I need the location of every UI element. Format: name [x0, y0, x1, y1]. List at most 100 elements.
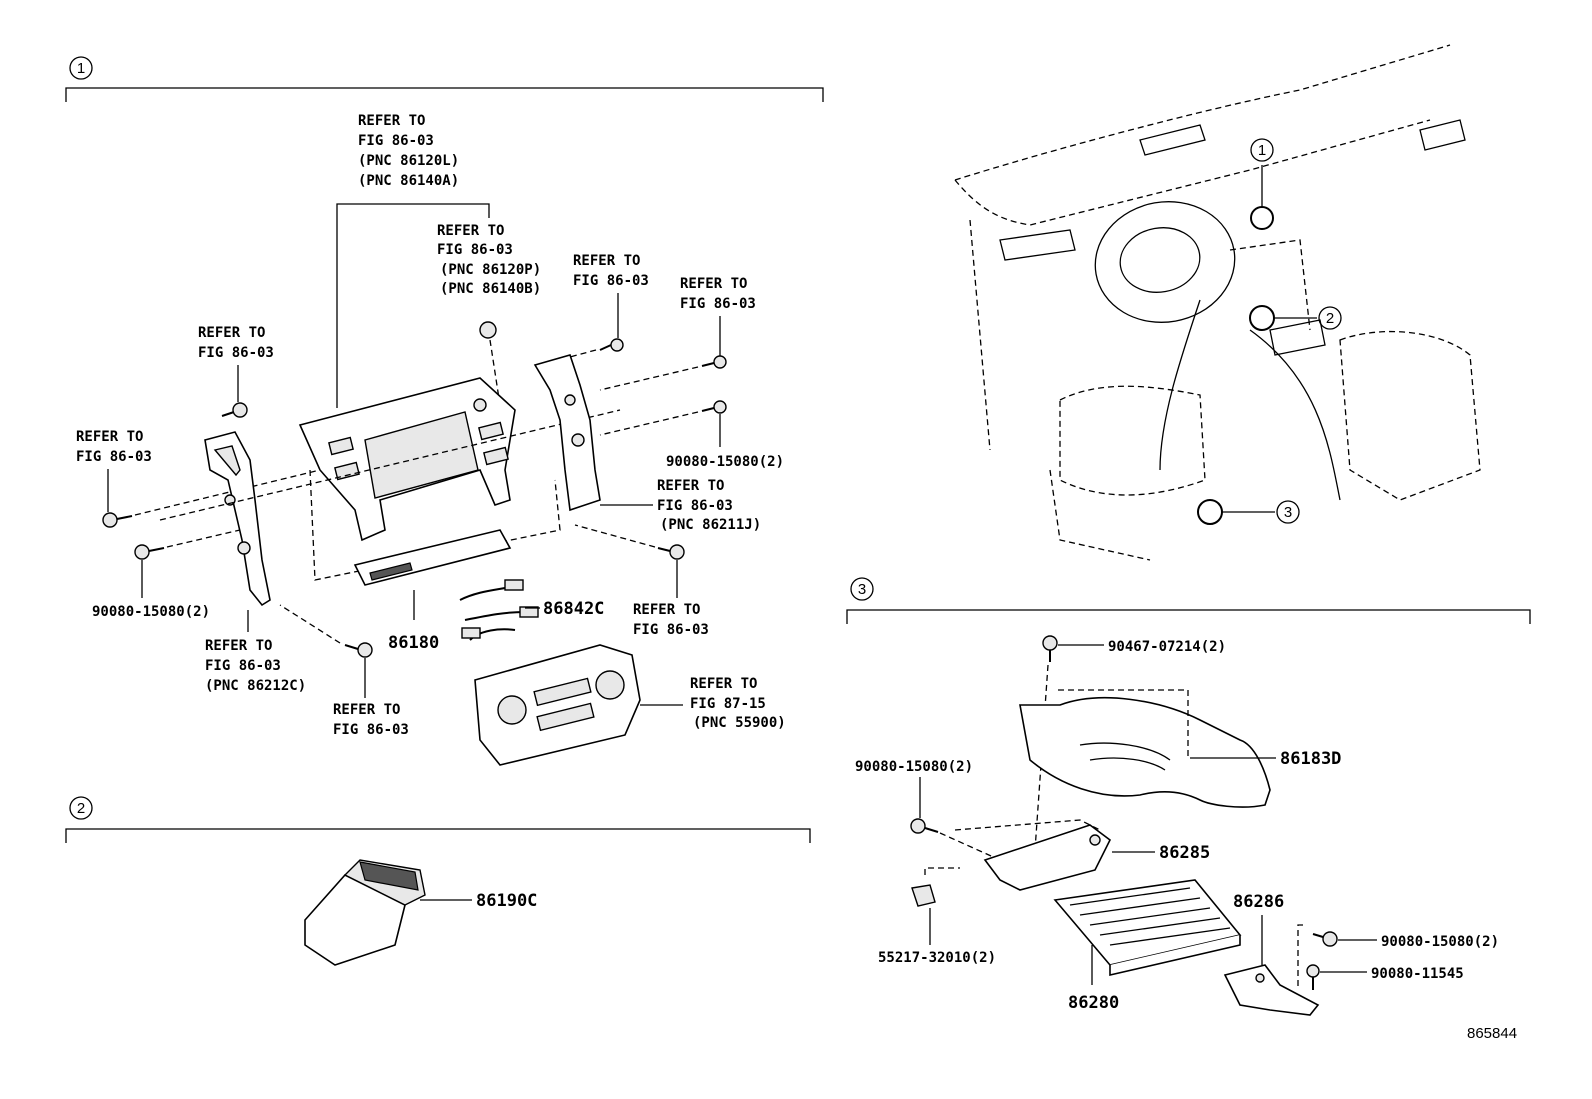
part-86280: 86280	[1053, 879, 1242, 1013]
callout-screw-right: REFER TO FIG 86-03	[599, 276, 756, 391]
overview-marker-3-circle	[1276, 500, 1300, 524]
callout-right-screw-line1: REFER TO	[633, 602, 700, 618]
s3-bolt-left-label: 90080-15080(2)	[855, 759, 973, 775]
dashboard-overview: 1 2 3	[954, 44, 1481, 561]
section-1: 1 REFER TO FIG 86-03 (PNC 86120L) (PNC 8…	[65, 56, 824, 766]
part-86842c-label: 86842C	[543, 599, 604, 619]
bolt-right-dash	[599, 411, 699, 436]
bolt-left-group: 90080-15080(2)	[92, 529, 241, 620]
s3-bolt-right-label: 90080-15080(2)	[1381, 934, 1499, 950]
switch-86190c: 86190C	[304, 859, 537, 966]
overview-marker-2-circle	[1318, 306, 1342, 330]
section-3-marker: 3	[858, 581, 866, 598]
screw-left-icon	[102, 512, 133, 528]
callout-left-line1: REFER TO	[76, 429, 143, 445]
callout-right-bracket: REFER TO FIG 86-03 (PNC 86211J)	[600, 478, 761, 533]
callout-right-bracket-line1: REFER TO	[657, 478, 724, 494]
callout-top-refer-line2: FIG 86-03	[358, 133, 434, 149]
s3-bolt-small-group: 90080-11545	[1306, 964, 1464, 990]
callout-bottom-screw-line1: REFER TO	[333, 702, 400, 718]
callout-left-bracket: REFER TO FIG 86-03 (PNC 86212C)	[205, 610, 306, 694]
s3-bolt-left-icon	[910, 818, 939, 834]
overview-location-3	[1197, 499, 1223, 525]
right-side-bracket	[533, 354, 601, 512]
clip-icon	[479, 321, 497, 339]
part-86183d-label: 86183D	[1280, 749, 1341, 769]
bolt-left-icon	[134, 544, 165, 560]
callout-right-bracket-line3: (PNC 86211J)	[660, 517, 761, 533]
section-3: 3 90467-07214(2) 86183D 90080-15080(2)	[846, 577, 1531, 1016]
screw-bottom-dash	[279, 604, 341, 644]
callout-climate-line2: FIG 87-15	[690, 696, 766, 712]
illustration-id: 865844	[1467, 1025, 1517, 1042]
callout-screw-right-line2: FIG 86-03	[680, 296, 756, 312]
callout-left: REFER TO FIG 86-03	[76, 429, 321, 528]
callout-left-upper: REFER TO FIG 86-03	[198, 325, 274, 418]
callout-left-upper-line1: REFER TO	[198, 325, 265, 341]
callout-top-refer-line4: (PNC 86140A)	[358, 173, 459, 189]
part-86285-label: 86285	[1159, 843, 1210, 863]
callout-top-refer: REFER TO FIG 86-03 (PNC 86120L) (PNC 861…	[336, 113, 490, 408]
part-86842c: 86842C	[459, 579, 604, 641]
callout-left-line2: FIG 86-03	[76, 449, 152, 465]
callout-mid-refer-line4: (PNC 86140B)	[440, 281, 541, 297]
screw-left-dash	[134, 469, 321, 516]
callout-climate: REFER TO FIG 87-15 (PNC 55900)	[640, 676, 786, 731]
s3-bolt-right-icon	[1312, 931, 1338, 947]
callout-mid-refer-line1: REFER TO	[437, 223, 504, 239]
part-86280-label: 86280	[1068, 993, 1119, 1013]
s3-bolt-left-group: 90080-15080(2)	[855, 759, 1001, 861]
overview-location-1	[1250, 206, 1274, 230]
s3-bolt-left-dash	[939, 832, 1001, 861]
section-3-bracket	[846, 609, 1531, 624]
part-86183d: 86183D	[1019, 689, 1341, 808]
screw-right-lower-icon	[657, 544, 685, 560]
s3-clip-label: 55217-32010(2)	[878, 950, 996, 966]
overview-marker-1-label: 1	[1258, 142, 1266, 159]
screw-bottom-icon	[344, 642, 373, 658]
s3-clip-group: 55217-32010(2)	[878, 867, 996, 966]
bolt-right-label: 90080-15080(2)	[666, 454, 784, 470]
overview-marker-2: 2	[1249, 305, 1342, 331]
part-86285: 86285	[954, 819, 1210, 891]
part-86286: 86286	[1223, 892, 1320, 1016]
section-1-marker: 1	[77, 60, 85, 77]
s3-bolt-small-icon	[1306, 964, 1320, 990]
callout-left-upper-line2: FIG 86-03	[198, 345, 274, 361]
part-86180-label: 86180	[388, 633, 439, 653]
callout-climate-line3: (PNC 55900)	[693, 715, 786, 731]
bolt-left-dash	[166, 529, 241, 548]
overview-marker-2-label: 2	[1326, 310, 1334, 327]
callout-top-refer-line1: REFER TO	[358, 113, 425, 129]
head-unit-bezel	[298, 377, 516, 542]
section-3-marker-circle	[850, 577, 874, 601]
callout-bottom-screw-line2: FIG 86-03	[333, 722, 409, 738]
screw-top-icon	[599, 338, 624, 352]
nut-top-icon	[1042, 635, 1058, 662]
callout-left-bracket-line3: (PNC 86212C)	[205, 678, 306, 694]
overview-marker-1-circle	[1250, 138, 1274, 162]
callout-right-screw: REFER TO FIG 86-03	[574, 524, 709, 638]
callout-mid-refer: REFER TO FIG 86-03 (PNC 86120P) (PNC 861…	[437, 223, 541, 406]
callout-screw-top: REFER TO FIG 86-03	[539, 253, 649, 366]
callout-screw-top-line2: FIG 86-03	[573, 273, 649, 289]
nut-top-label: 90467-07214(2)	[1108, 639, 1226, 655]
s3-bolt-right-group: 90080-15080(2)	[1312, 931, 1499, 950]
callout-screw-right-line1: REFER TO	[680, 276, 747, 292]
section-2-marker-circle	[69, 796, 93, 820]
switch-86190c-label: 86190C	[476, 891, 537, 911]
s3-clip-icon	[911, 884, 936, 907]
callout-climate-line1: REFER TO	[690, 676, 757, 692]
bolt-right-group: 90080-15080(2)	[599, 400, 784, 470]
screw-right-icon	[701, 355, 727, 369]
section-2-marker: 2	[77, 800, 85, 817]
callout-left-bracket-line2: FIG 86-03	[205, 658, 281, 674]
section-1-bracket	[65, 87, 824, 102]
overview-marker-3: 3	[1197, 499, 1300, 525]
climate-control-panel	[474, 644, 641, 766]
callout-right-bracket-line2: FIG 86-03	[657, 498, 733, 514]
bolt-left-label: 90080-15080(2)	[92, 604, 210, 620]
screw-right-dash	[599, 366, 699, 391]
section-2: 2 86190C	[65, 796, 811, 966]
